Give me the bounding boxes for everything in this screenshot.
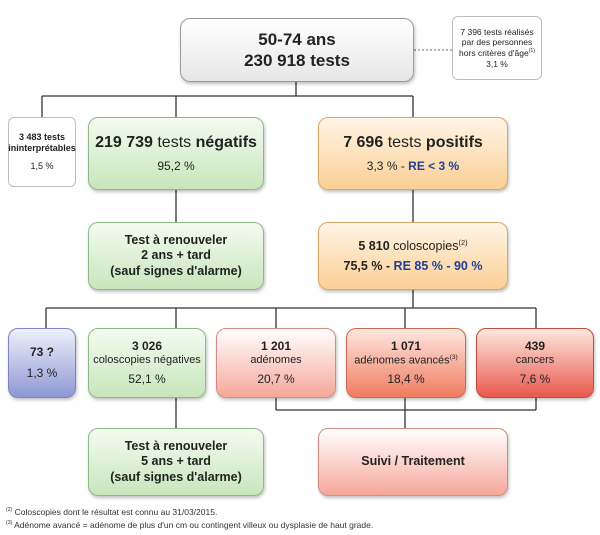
outside-age-box: 7 396 tests réalisés par des personnes h… [452, 16, 542, 80]
colonoscopies-title: 5 810 coloscopies(2) [358, 237, 468, 253]
advanced-adenomas-label: adénomes avancés(3) [354, 353, 458, 367]
colonoscopies-pct: 75,5 % - RE 85 % - 90 % [343, 258, 483, 273]
population-box: 50-74 ans 230 918 tests [180, 18, 414, 82]
footnote-2: (2) Coloscopies dont le résultat est con… [6, 507, 218, 517]
negative-tests-title: 219 739 tests négatifs [95, 134, 257, 151]
negative-colo-pct: 52,1 % [128, 371, 166, 386]
cancers-pct: 7,6 % [519, 371, 551, 386]
unknown-box: 73 ? 1,3 % [8, 328, 76, 398]
negative-colo-count: 3 026 [131, 339, 163, 354]
outside-age-line3: hors critères d'âge(1) [459, 48, 535, 58]
negative-colonoscopies-box: 3 026 coloscopies négatives 52,1 % [88, 328, 206, 398]
cancers-count: 439 [524, 339, 546, 354]
negative-colo-label: coloscopies négatives [93, 354, 201, 367]
adenomas-count: 1 201 [260, 339, 292, 354]
footnote-3: (3) Adénome avancé = adénome de plus d'u… [6, 520, 374, 530]
renew-5-line2: 5 ans + tard [141, 454, 211, 469]
renew-2-line3: (sauf signes d'alarme) [110, 263, 242, 278]
unknown-pct: 1,3 % [26, 366, 58, 380]
uninterpretable-pct: 1,5 % [30, 160, 54, 171]
uninterpretable-label: ininterprétables [8, 143, 76, 154]
followup-label: Suivi / Traitement [361, 454, 465, 469]
renew-5-years-box: Test à renouveler 5 ans + tard (sauf sig… [88, 428, 264, 496]
cancers-label: cancers [515, 354, 555, 367]
renew-5-line1: Test à renouveler [124, 438, 228, 453]
followup-box: Suivi / Traitement [318, 428, 508, 496]
renew-2-line2: 2 ans + tard [141, 248, 211, 263]
population-tests: 230 918 tests [244, 51, 350, 70]
uninterpretable-box: 3 483 tests ininterprétables 1,5 % [8, 117, 76, 187]
advanced-adenomas-count: 1 071 [390, 338, 422, 353]
cancers-box: 439 cancers 7,6 % [476, 328, 594, 398]
population-age: 50-74 ans [258, 29, 336, 49]
renew-2-years-box: Test à renouveler 2 ans + tard (sauf sig… [88, 222, 264, 290]
advanced-adenomas-pct: 18,4 % [387, 372, 425, 387]
outside-age-pct: 3,1 % [486, 58, 508, 69]
outside-age-line2: par des personnes [461, 37, 533, 48]
unknown-count: 73 ? [29, 345, 54, 359]
adenomas-label: adénomes [250, 354, 302, 367]
renew-2-line1: Test à renouveler [124, 232, 228, 247]
negative-tests-box: 219 739 tests négatifs 95,2 % [88, 117, 264, 190]
colonoscopies-box: 5 810 coloscopies(2) 75,5 % - RE 85 % - … [318, 222, 508, 290]
uninterpretable-count: 3 483 tests [18, 132, 66, 143]
adenomas-box: 1 201 adénomes 20,7 % [216, 328, 336, 398]
positive-tests-pct: 3,3 % - RE < 3 % [366, 159, 460, 173]
advanced-adenomas-box: 1 071 adénomes avancés(3) 18,4 % [346, 328, 466, 398]
adenomas-pct: 20,7 % [257, 371, 295, 386]
renew-5-line3: (sauf signes d'alarme) [110, 469, 242, 484]
positive-tests-box: 7 696 tests positifs 3,3 % - RE < 3 % [318, 117, 508, 190]
negative-tests-pct: 95,2 % [157, 159, 195, 173]
outside-age-line1: 7 396 tests réalisés [460, 26, 534, 37]
positive-tests-title: 7 696 tests positifs [343, 134, 483, 151]
